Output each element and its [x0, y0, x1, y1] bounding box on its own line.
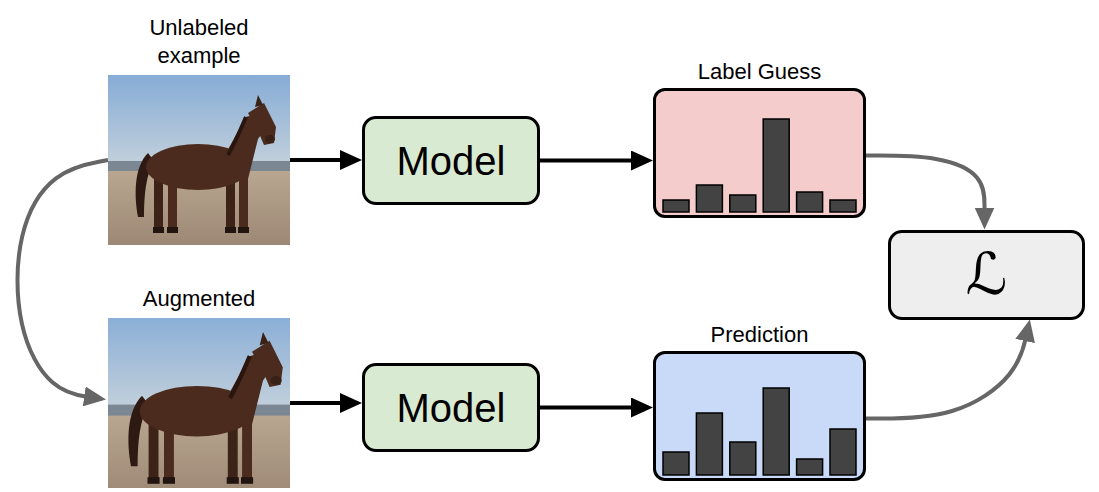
probability-bar — [730, 195, 756, 212]
probability-bar — [763, 119, 789, 212]
feedback-arrow — [866, 331, 1027, 418]
distribution-box: Prediction — [653, 351, 866, 481]
probability-bar — [797, 459, 823, 475]
probability-bar — [696, 413, 722, 475]
feedback-arrow — [17, 160, 108, 398]
process-label: Model — [397, 139, 506, 183]
probability-bar — [763, 388, 789, 475]
flow-arrow — [290, 401, 350, 405]
horse-photo — [108, 75, 290, 245]
probability-bar — [663, 452, 689, 475]
image-panel: Augmented — [108, 318, 290, 488]
photo-frame — [108, 75, 290, 245]
horse-photo — [108, 318, 290, 488]
feedback-arrow — [866, 156, 985, 218]
flow-arrow — [540, 159, 641, 163]
model-box: Model — [362, 363, 540, 452]
image-caption: Augmented — [124, 285, 274, 313]
photo-frame — [108, 318, 290, 488]
bar-chart — [656, 91, 863, 215]
image-caption: Unlabeled example — [124, 14, 274, 69]
flow-arrow — [540, 406, 641, 410]
bar-chart — [656, 354, 863, 478]
loss-symbol: ℒ — [966, 243, 1008, 307]
chart-title: Prediction — [711, 321, 809, 349]
probability-bar — [797, 192, 823, 212]
probability-bar — [696, 185, 722, 212]
probability-bar — [830, 200, 856, 212]
probability-bar — [663, 200, 689, 212]
image-panel: Unlabeled example — [108, 75, 290, 245]
process-label: Model — [397, 386, 506, 430]
probability-bar — [730, 442, 756, 475]
flow-arrow — [290, 158, 350, 162]
model-box: Model — [362, 116, 540, 205]
chart-title: Label Guess — [698, 58, 822, 86]
loss-box: ℒ — [888, 230, 1085, 320]
distribution-box: Label Guess — [653, 88, 866, 218]
probability-bar — [830, 429, 856, 475]
